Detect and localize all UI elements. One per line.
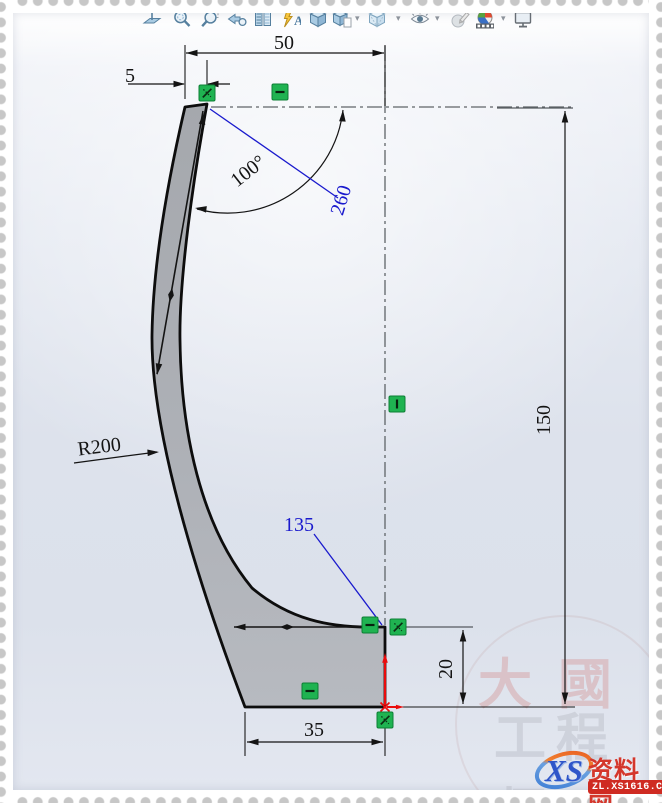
constraint-coincident[interactable]	[389, 618, 407, 636]
svg-text:A: A	[294, 13, 301, 28]
constraint-horizontal[interactable]	[301, 682, 319, 700]
logo-site-name: 资料网	[588, 757, 641, 803]
leader-135[interactable]	[313, 533, 383, 626]
extension-lines-gray	[392, 107, 573, 628]
dim-line-260[interactable]	[156, 110, 204, 375]
stamp-border-left	[0, 0, 13, 803]
dim-text-260[interactable]: 260	[326, 183, 356, 218]
constraint-horizontal[interactable]	[361, 616, 379, 634]
site-logo: XS 资料网 ZL.XS1616.COM	[533, 743, 662, 803]
display-style-shaded-icon[interactable]	[331, 8, 353, 30]
dim-text-100deg[interactable]: 100°	[227, 151, 270, 192]
dim-text-20[interactable]: 20	[435, 659, 457, 679]
dropdown-arrow-icon[interactable]: ▾	[355, 13, 360, 23]
dim-leader-R200[interactable]	[73, 451, 158, 464]
zoom-to-fit-icon[interactable]	[171, 8, 193, 30]
dropdown-arrow-icon[interactable]: ▾	[396, 13, 401, 23]
logo-swoosh-icon	[534, 750, 594, 790]
constraint-coincident[interactable]	[198, 84, 216, 102]
logo-monogram: XS	[545, 753, 583, 788]
dim-arc-100[interactable]	[196, 109, 344, 214]
apply-scene-icon[interactable]	[474, 8, 496, 30]
constraint-vertical[interactable]	[388, 395, 406, 413]
edit-appearance-icon[interactable]	[449, 8, 471, 30]
logo-site-url: ZL.XS1616.COM	[588, 780, 662, 794]
view-settings-icon[interactable]	[512, 8, 534, 30]
view-toolbar: A ▾ ▾ ▾ ▾	[0, 0, 662, 34]
leader-260[interactable]	[209, 108, 339, 199]
dim-text-35[interactable]: 35	[304, 719, 324, 741]
dim-text-135[interactable]: 135	[284, 514, 314, 536]
dim-text-5[interactable]: 5	[125, 65, 135, 87]
sketch-origin[interactable]	[379, 653, 405, 713]
dim-text-R200[interactable]: R200	[76, 433, 122, 460]
dropdown-arrow-icon[interactable]: ▾	[435, 13, 440, 23]
stamp-border-bottom	[0, 790, 662, 803]
constraint-coincident[interactable]	[376, 711, 394, 729]
previous-view-icon[interactable]	[226, 8, 248, 30]
dropdown-arrow-icon[interactable]: ▾	[501, 13, 506, 23]
dim-text-50[interactable]: 50	[274, 32, 294, 54]
sketch-profile-region[interactable]	[150, 102, 387, 709]
constraint-horizontal[interactable]	[271, 83, 289, 101]
hide-show-items-icon[interactable]	[409, 8, 431, 30]
dim-text-150[interactable]: 150	[533, 405, 555, 435]
stamp-border-top	[0, 0, 662, 13]
stamp-border-right	[649, 0, 662, 803]
